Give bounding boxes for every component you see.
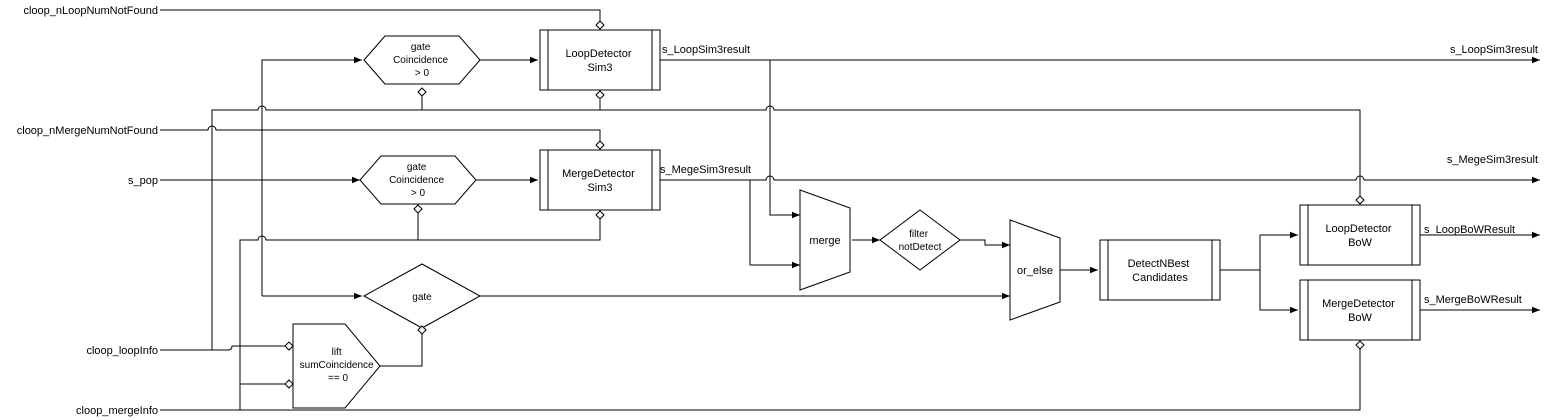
- wires: [160, 9, 1540, 411]
- detect-nbest-line-1: DetectNBest: [1128, 258, 1190, 270]
- merge-bow-line-2: BoW: [1348, 312, 1372, 324]
- wire-gate-trunk: [261, 59, 362, 296]
- port-loopbow-top[interactable]: [1355, 195, 1365, 205]
- gate-merge-line-1: gate: [407, 162, 427, 173]
- wire-detect-to-mergebow: [1259, 270, 1298, 314]
- gate-merge-node[interactable]: gate Coincidence > 0: [359, 155, 477, 205]
- port-gateplain-bottom[interactable]: [417, 325, 427, 335]
- wire-lift-to-gate: [380, 330, 423, 367]
- port-lift-input-2[interactable]: [284, 379, 294, 389]
- wire-detect-split: [1220, 234, 1270, 271]
- input-pop: s_pop: [128, 175, 158, 187]
- wire-loopinfo-branch: [211, 105, 1361, 350]
- edge-label-loop-sim3-result: s_LoopSim3result: [662, 44, 750, 56]
- edge-labels: s_LoopSim3result s_MegeSim3result s_Loop…: [660, 44, 1538, 306]
- merge-detector-sim3-node[interactable]: MergeDetector Sim3: [539, 149, 661, 211]
- wire-loopsim3-to-merge: [769, 60, 800, 219]
- gate-loop-line-3: > 0: [415, 68, 430, 79]
- port-mergebow-bottom[interactable]: [1355, 340, 1365, 350]
- gate-merge-line-2: Coincidence: [389, 175, 444, 186]
- detect-nbest-node[interactable]: DetectNBest Candidates: [1099, 239, 1221, 301]
- gate-merge-line-3: > 0: [411, 188, 426, 199]
- gate-loop-node[interactable]: gate Coincidence > 0: [363, 35, 481, 85]
- merge-sim3-line-1: MergeDetector: [562, 168, 635, 180]
- gate-loop-line-2: Coincidence: [393, 55, 448, 66]
- wire-filter-to-orelse: [960, 239, 1010, 249]
- or-else-label: or_else: [1017, 265, 1053, 277]
- merge-bow-line-1: MergeDetector: [1322, 298, 1395, 310]
- port-mergesim3-bottom[interactable]: [595, 210, 605, 220]
- loop-detector-sim3-node[interactable]: LoopDetector Sim3: [539, 29, 661, 91]
- filter-line-2: notDetect: [899, 242, 942, 253]
- loop-sim3-line-1: LoopDetector: [565, 48, 631, 60]
- svg-text:LoopDetector BoW: LoopDetector BoW: [1325, 223, 1394, 249]
- loop-sim3-line-2: Sim3: [587, 62, 612, 74]
- input-merge-info: cloop_mergeInfo: [76, 405, 158, 417]
- svg-text:gate Coincidence >: gate Coincidence > 0: [393, 42, 451, 79]
- svg-text:gate Coincidence >: gate Coincidence > 0: [389, 162, 447, 199]
- svg-text:LoopDetector Sim3: LoopDetector Sim3: [565, 48, 634, 74]
- merge-label: merge: [809, 235, 840, 247]
- port-gateloop-bottom[interactable]: [417, 87, 427, 97]
- merge-detector-bow-node[interactable]: MergeDetector BoW: [1299, 279, 1421, 341]
- output-merge-bow: s_MergeBoWResult: [1424, 294, 1522, 306]
- input-loop-num-not-found: cloop_nLoopNumNotFound: [23, 5, 158, 17]
- wire-mergesim3-to-merge: [749, 180, 800, 269]
- merge-node[interactable]: merge: [799, 189, 851, 291]
- svg-text:MergeDetector Sim3: MergeDetector Sim3: [562, 168, 638, 194]
- lift-line-3: == 0: [328, 373, 348, 384]
- gate-plain-label: gate: [412, 292, 432, 303]
- port-gatemerge-bottom[interactable]: [413, 204, 423, 214]
- wire-mergesim3-result: [660, 175, 1540, 184]
- port-loopsim3-top[interactable]: [595, 20, 605, 30]
- input-loop-info: cloop_loopInfo: [86, 345, 158, 357]
- port-loopsim3-bottom[interactable]: [595, 90, 605, 100]
- lift-line-1: lift: [332, 347, 342, 358]
- port-lift-input-1[interactable]: [284, 341, 294, 351]
- loop-bow-line-2: BoW: [1348, 237, 1372, 249]
- input-labels: cloop_nLoopNumNotFound cloop_nMergeNumNo…: [17, 5, 158, 417]
- filter-node[interactable]: filter notDetect: [879, 209, 961, 271]
- wire-loopnum-to-loopsim3: [160, 9, 601, 25]
- output-merge-sim3: s_MegeSim3result: [1447, 154, 1538, 166]
- edge-label-merge-sim3-result: s_MegeSim3result: [660, 164, 751, 176]
- svg-text:DetectNBest Candidates: DetectNBest Candidates: [1128, 258, 1193, 284]
- lift-node[interactable]: lift sumCoincidence == 0: [292, 323, 381, 409]
- output-loop-sim3: s_LoopSim3result: [1450, 44, 1538, 56]
- wire-loopinfo-to-lift: [160, 345, 288, 351]
- gate-plain-node[interactable]: gate: [362, 263, 482, 329]
- merge-sim3-line-2: Sim3: [587, 182, 612, 194]
- loop-bow-line-1: LoopDetector: [1325, 223, 1391, 235]
- svg-text:MergeDetector BoW: MergeDetector BoW: [1322, 298, 1398, 324]
- wire-mergenum-to-mergesim3: [160, 125, 601, 145]
- or-else-node[interactable]: or_else: [1009, 219, 1061, 321]
- lift-line-2: sumCoincidence: [300, 360, 374, 371]
- svg-text:lift sumCoincidence: lift sumCoincidence == 0: [300, 347, 377, 384]
- filter-line-1: filter: [909, 229, 929, 240]
- input-merge-num-not-found: cloop_nMergeNumNotFound: [17, 125, 158, 137]
- port-mergesim3-top[interactable]: [595, 140, 605, 150]
- ports: [284, 20, 1365, 389]
- svg-text:filter notDetect: filter notDetect: [899, 229, 942, 253]
- loop-detector-bow-node[interactable]: LoopDetector BoW: [1299, 204, 1421, 266]
- detect-nbest-line-2: Candidates: [1132, 272, 1188, 284]
- gate-loop-line-1: gate: [411, 42, 431, 53]
- output-loop-bow: s_LoopBoWResult: [1424, 224, 1515, 236]
- wire-mergeinfo-to-mergebow: [160, 345, 1361, 411]
